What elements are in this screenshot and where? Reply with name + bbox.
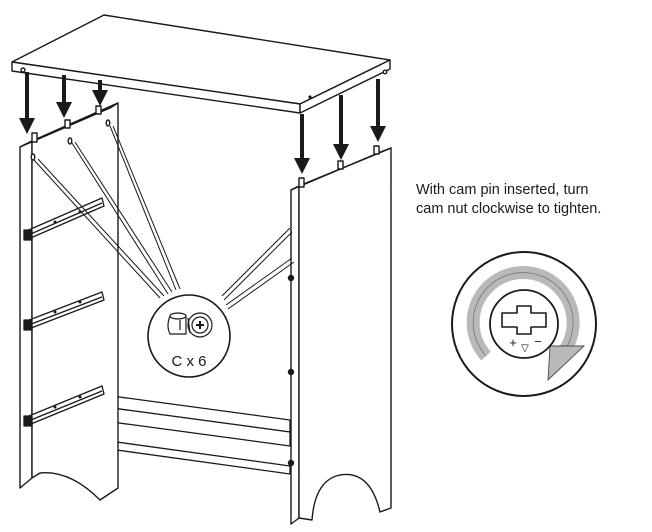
instruction-text: With cam pin inserted, turn cam nut cloc…: [416, 181, 648, 219]
callout-leaders: [33, 125, 295, 310]
instruction-line-2: cam nut clockwise to tighten.: [416, 201, 602, 217]
cam-lock-icon: [167, 312, 213, 338]
clockwise-arrow-icon: [466, 266, 586, 382]
drawer-slide-3: [23, 385, 105, 427]
direction-arrow-icon: ▽: [521, 343, 529, 354]
minus-symbol: −: [534, 334, 542, 349]
cam-detail-callout: C x 6: [147, 294, 231, 378]
cam-nut-detail: + ▽ −: [451, 251, 597, 397]
left-side-panel: [19, 102, 119, 501]
cam-nut-cross-slot: [501, 305, 547, 335]
plus-symbol: +: [509, 335, 517, 350]
drawer-slide-2: [23, 291, 105, 331]
cam-quantity-label: C x 6: [171, 353, 206, 370]
top-panel: [11, 14, 391, 114]
instruction-line-1: With cam pin inserted, turn: [416, 182, 589, 198]
placement-arrows: [19, 72, 386, 174]
right-side-panel: [287, 145, 392, 525]
